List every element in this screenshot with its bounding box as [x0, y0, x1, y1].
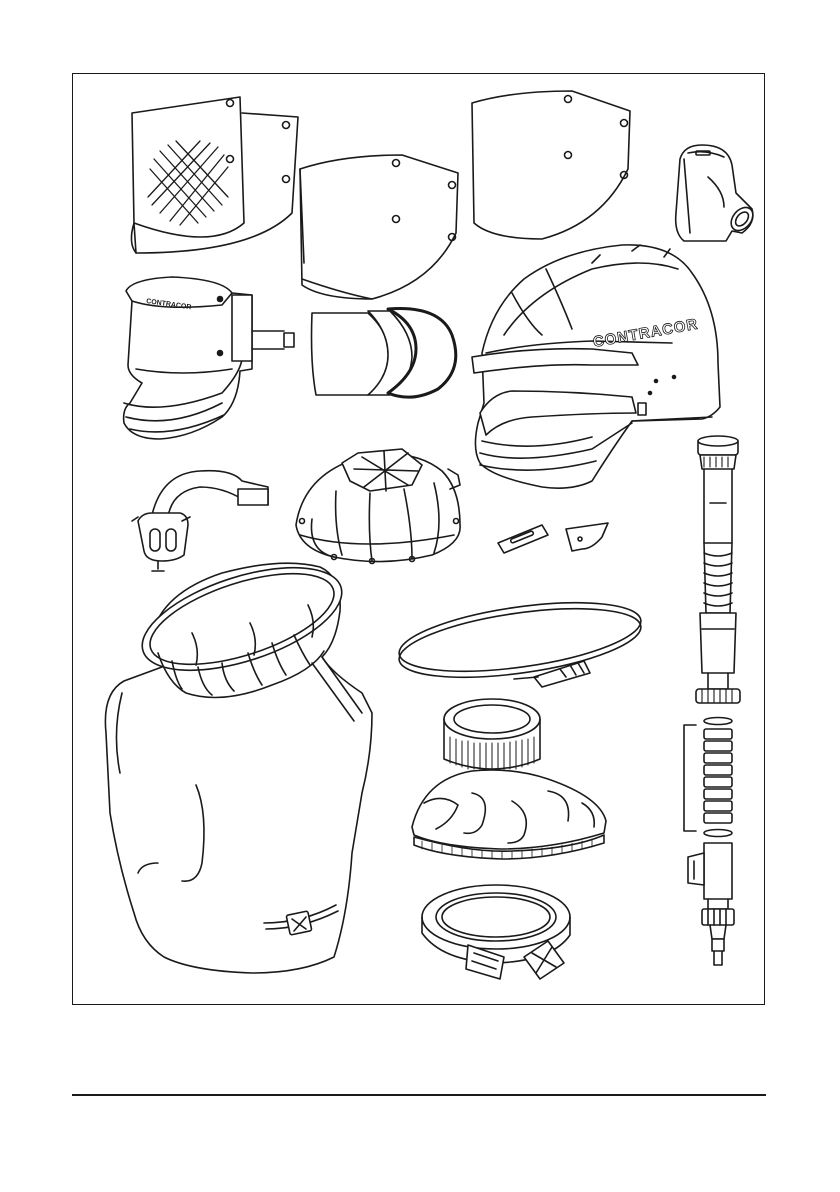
- headband-icon: [132, 471, 268, 571]
- visor-crosshatched-icon: [131, 97, 298, 253]
- waist-belt-icon: [422, 885, 570, 979]
- helmet-icon: CONTRACOR: [472, 245, 720, 488]
- parts-illustration: CONTRACOR CONTRACOR: [72, 73, 765, 1005]
- air-inlet-elbow-icon: [676, 145, 758, 241]
- neck-seal-icon: [412, 699, 606, 859]
- lens-set-icon: [312, 309, 456, 398]
- cape-icon: [105, 547, 372, 973]
- visor-frame-icon: CONTRACOR: [124, 277, 294, 439]
- visor-plain-right-icon: [472, 91, 630, 239]
- hose-clamp-icon: [395, 590, 645, 689]
- air-hose-icon: [684, 436, 740, 965]
- clips-icon: [498, 523, 608, 553]
- head-harness-icon: [296, 449, 460, 564]
- footer-rule: [72, 1094, 766, 1096]
- visor-plain-left-icon: [300, 155, 458, 299]
